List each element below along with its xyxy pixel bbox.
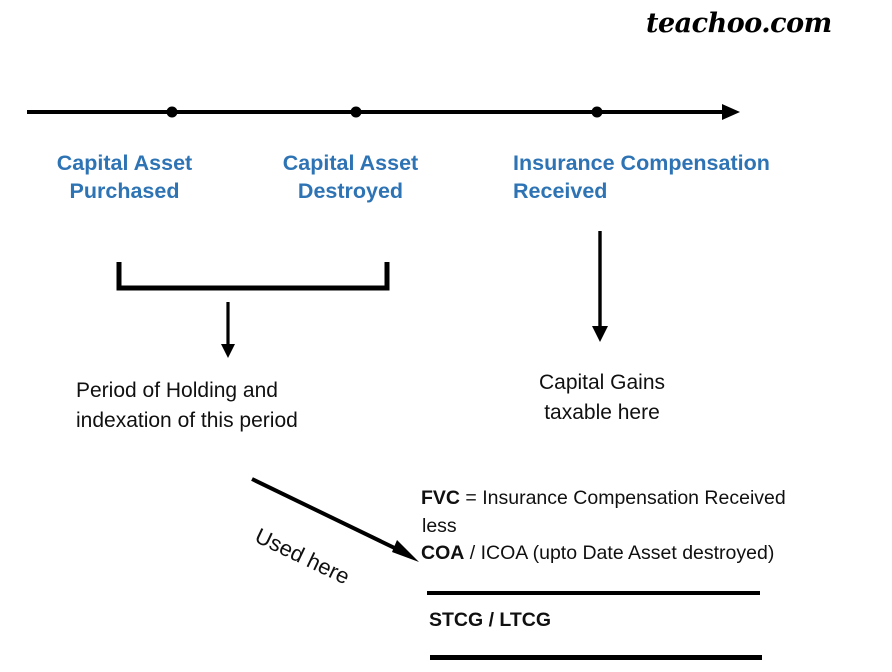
capital-gains-formula: FVC = Insurance Compensation Received le… <box>421 485 871 568</box>
annotation-capital-gains-taxable: Capital Gains taxable here <box>538 371 666 424</box>
formula-less-operator: less <box>422 514 457 537</box>
timeline-dot-purchased <box>166 106 178 118</box>
holding-period-bracket <box>116 262 390 291</box>
formula-coa-value: / ICOA (upto Date Asset destroyed) <box>464 542 775 565</box>
formula-fvc-line: FVC = Insurance Compensation Received <box>421 485 871 513</box>
formula-rule-top <box>427 591 760 595</box>
timeline-dot-destroyed <box>350 106 362 118</box>
bracket-down-arrow <box>221 302 235 358</box>
annotation-holding-period: Period of Holding and indexation of this… <box>76 379 298 432</box>
formula-result-wrap: STCG / LTCG <box>424 607 784 634</box>
timeline-label-capital-asset-purchased: Capital Asset Purchased <box>56 151 193 203</box>
formula-result-stcg-ltcg: STCG / LTCG <box>429 609 552 631</box>
timeline-label-insurance-compensation-received: Insurance Compensation Received <box>513 151 770 203</box>
timeline-axis <box>27 104 740 120</box>
timeline-dot-insurance <box>591 106 603 118</box>
formula-rule-bottom <box>430 655 762 660</box>
timeline-label-capital-asset-destroyed: Capital Asset Destroyed <box>282 151 419 203</box>
insurance-down-arrow <box>592 231 608 342</box>
teachoo-watermark: teachoo.com <box>646 8 832 39</box>
formula-coa-label: COA <box>421 542 465 565</box>
annotation-used-here: Used here <box>251 523 354 590</box>
formula-fvc-value: = Insurance Compensation Received <box>460 487 786 509</box>
formula-fvc-label: FVC <box>421 487 460 509</box>
formula-coa-line: COA / ICOA (upto Date Asset destroyed) <box>421 540 871 568</box>
